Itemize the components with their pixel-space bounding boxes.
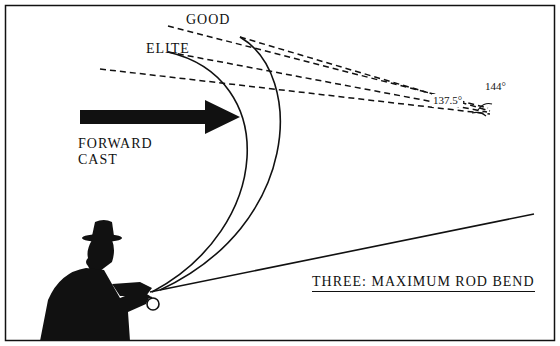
angle-value: 144° bbox=[484, 80, 507, 93]
arrow-label: FORWARD CAST bbox=[78, 136, 158, 168]
angler-silhouette bbox=[40, 220, 152, 341]
elite-rod-curve bbox=[152, 52, 247, 292]
good-rod-curve bbox=[160, 37, 280, 290]
frame-border bbox=[6, 6, 555, 341]
tangent-lines bbox=[100, 26, 490, 114]
angle-arc bbox=[472, 112, 486, 116]
angle-value: 137.5° bbox=[432, 94, 463, 107]
rod-butt-line bbox=[150, 214, 534, 292]
rod-label: ELITE bbox=[146, 41, 190, 57]
rod-label: GOOD bbox=[186, 12, 230, 28]
figure-caption: THREE: MAXIMUM ROD BEND bbox=[312, 274, 535, 292]
forward-arrow bbox=[80, 100, 240, 134]
reel bbox=[147, 298, 159, 310]
angle-arc bbox=[478, 104, 492, 110]
rod-handle bbox=[146, 296, 152, 298]
